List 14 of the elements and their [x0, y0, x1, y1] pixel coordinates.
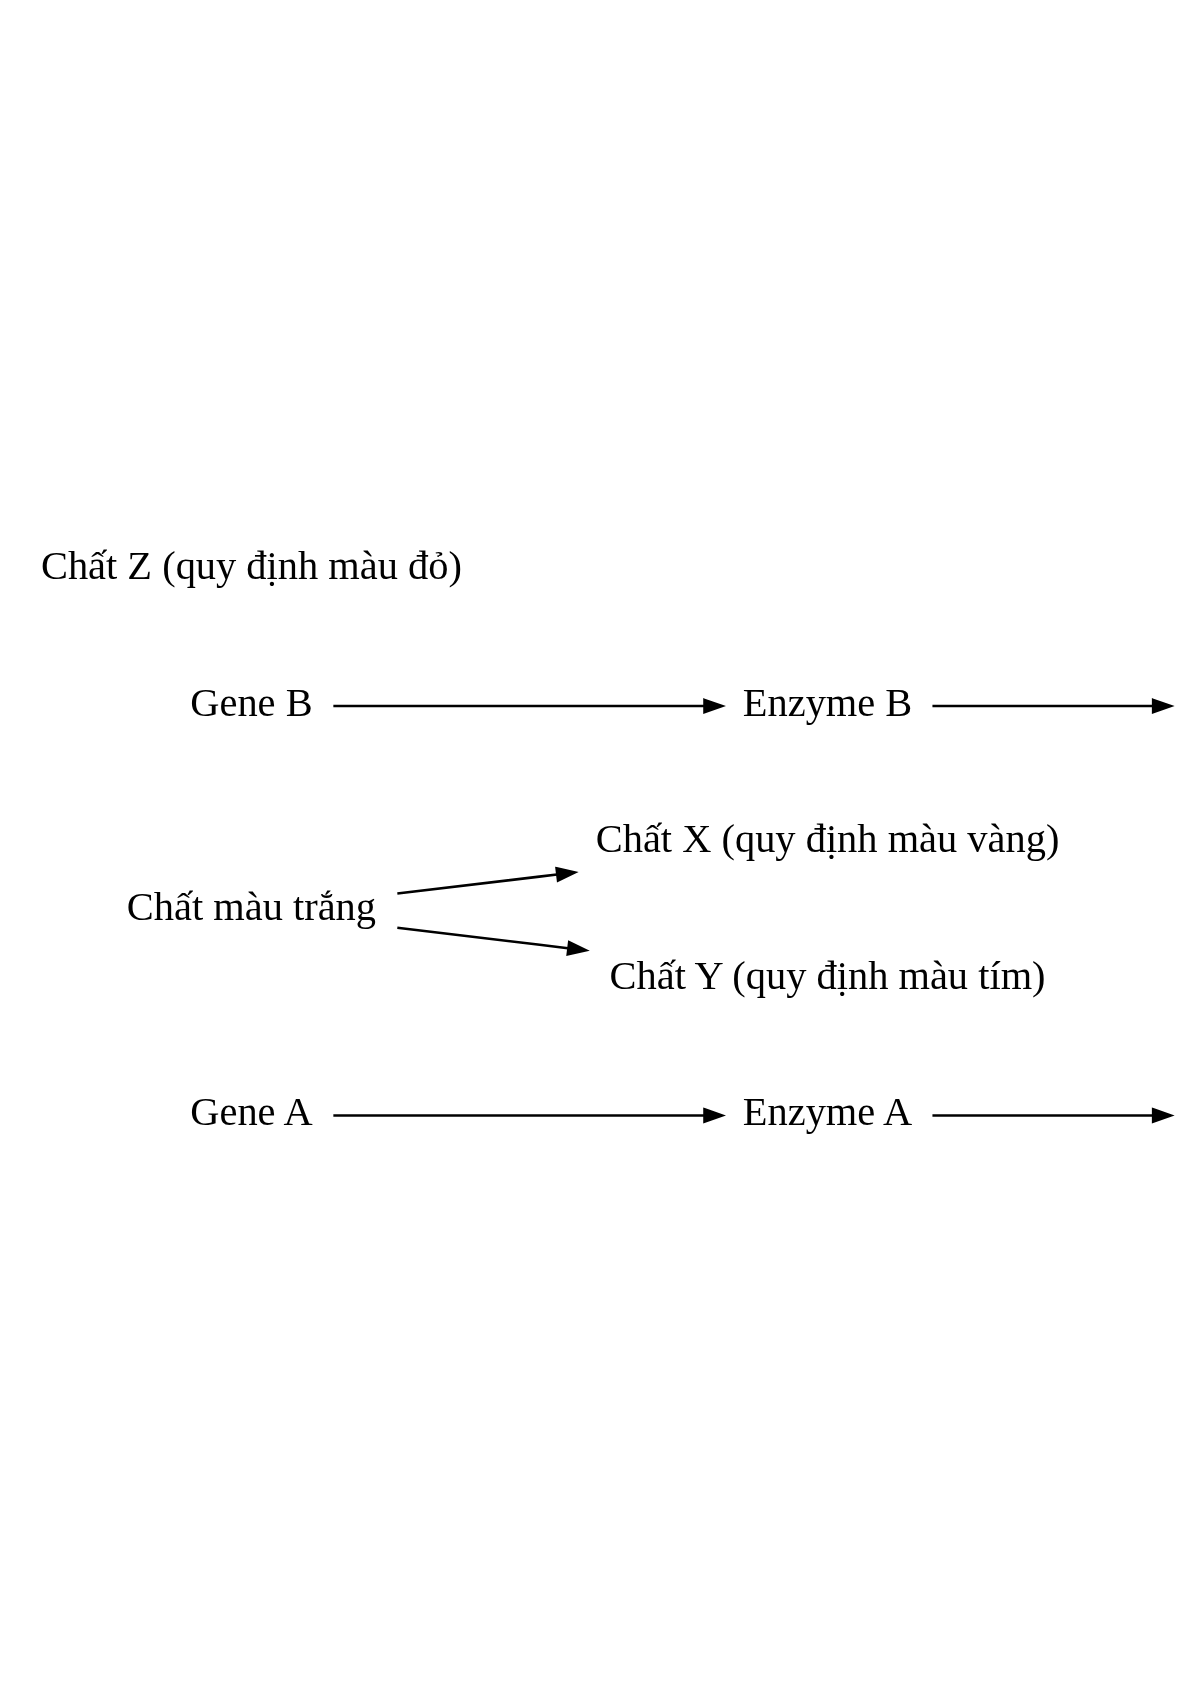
arrow — [397, 926, 590, 957]
arrow — [333, 698, 726, 715]
node-text: Gene A — [190, 1089, 313, 1135]
arrow — [397, 866, 579, 895]
arrow — [932, 1107, 1175, 1124]
label: Chất Z (quy định màu đỏ) — [40, 543, 462, 589]
node-text: Chất màu trắng — [126, 884, 377, 930]
node-text: Gene B — [190, 679, 313, 725]
arrow — [333, 1107, 726, 1124]
node-text: Enzyme A — [742, 1089, 913, 1135]
node-text: Chất X (quy định màu vàng) — [595, 816, 1060, 862]
arrow — [932, 698, 1175, 715]
node-text: Chất Y (quy định màu tím) — [609, 952, 1046, 998]
node-text: Enzyme B — [742, 679, 913, 725]
